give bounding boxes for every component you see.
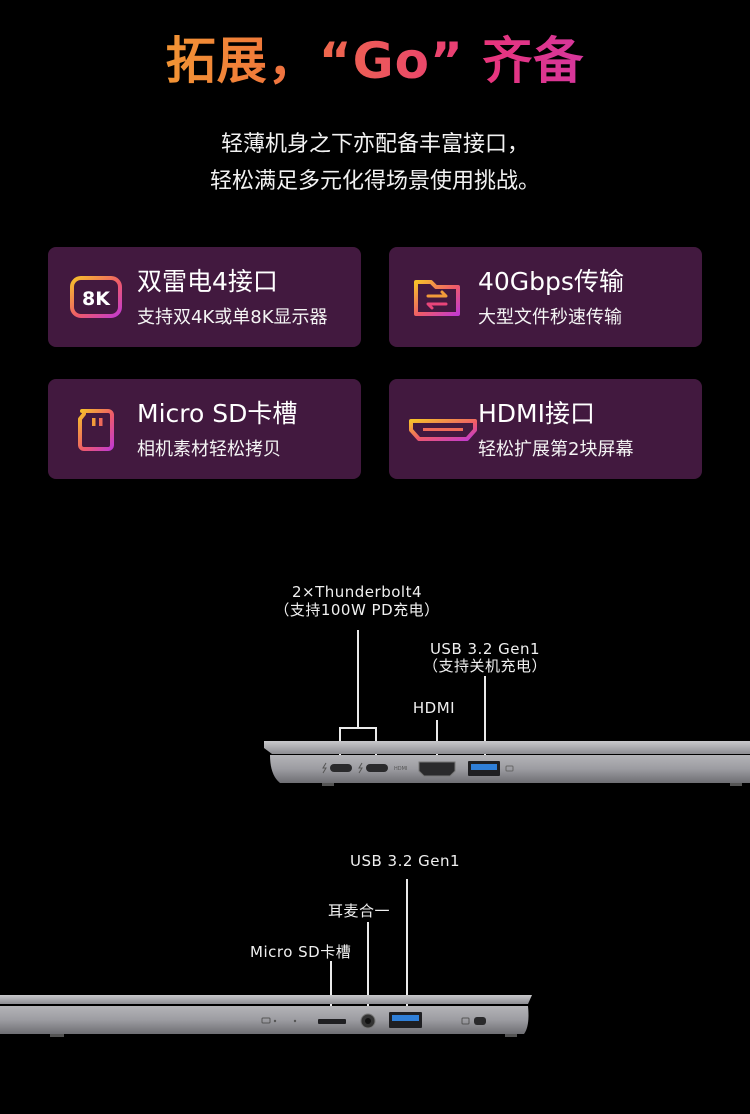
feature-card-thunderbolt: 8K 双雷电4接口 支持双4K或单8K显示器 xyxy=(48,247,361,347)
feature-card-transfer: 40Gbps传输 大型文件秒速传输 xyxy=(389,247,702,347)
feature-desc: 轻松扩展第2块屏幕 xyxy=(478,439,634,460)
8k-icon: 8K xyxy=(68,269,124,325)
feature-card-sd: Micro SD卡槽 相机素材轻松拷贝 xyxy=(48,379,361,479)
audio-callout-line xyxy=(367,922,369,1008)
sd-slot-label: Micro SD卡槽 xyxy=(250,943,352,961)
page-title: 拓展，“Go” 齐备 xyxy=(0,26,750,96)
subtitle-line-1: 轻薄机身之下亦配备丰富接口， xyxy=(220,132,529,157)
laptop-left-side: HDMI xyxy=(262,737,750,789)
svg-text:HDMI: HDMI xyxy=(394,766,407,772)
thunderbolt-sublabel: （支持100W PD充电） xyxy=(274,601,440,619)
8k-icon-text: 8K xyxy=(82,288,111,310)
hdmi-icon xyxy=(407,401,479,457)
feature-desc: 大型文件秒速传输 xyxy=(478,307,622,328)
thunderbolt-callout-line xyxy=(357,630,359,728)
hdmi-callout-line xyxy=(436,720,438,758)
thunderbolt-label: 2×Thunderbolt4 xyxy=(291,583,422,601)
sd-callout-line xyxy=(330,961,332,1010)
usb-right-label: USB 3.2 Gen1 xyxy=(350,852,461,870)
subtitle-line-2: 轻松满足多元化得场景使用挑战。 xyxy=(209,169,540,194)
feature-desc: 支持双4K或单8K显示器 xyxy=(137,307,328,328)
laptop-right-side xyxy=(0,991,536,1043)
feature-title: HDMI接口 xyxy=(478,399,595,428)
feature-card-hdmi: HDMI接口 轻松扩展第2块屏幕 xyxy=(389,379,702,479)
usb-left-sublabel: （支持关机充电） xyxy=(422,657,547,675)
usb-right-callout-line xyxy=(406,879,408,1007)
feature-desc: 相机素材轻松拷贝 xyxy=(137,439,281,460)
feature-title: Micro SD卡槽 xyxy=(137,399,298,428)
feature-title: 40Gbps传输 xyxy=(478,267,624,296)
page-subtitle: 轻薄机身之下亦配备丰富接口， 轻松满足多元化得场景使用挑战。 xyxy=(0,126,750,200)
usb-left-label: USB 3.2 Gen1 xyxy=(429,640,541,658)
thunderbolt-bracket xyxy=(339,727,376,729)
sd-card-icon xyxy=(68,401,124,457)
audio-jack-label: 耳麦合一 xyxy=(328,902,391,920)
usb-left-callout-line xyxy=(484,676,486,761)
hdmi-label: HDMI xyxy=(412,699,456,717)
folder-transfer-icon xyxy=(409,269,465,325)
feature-title: 双雷电4接口 xyxy=(137,267,278,296)
